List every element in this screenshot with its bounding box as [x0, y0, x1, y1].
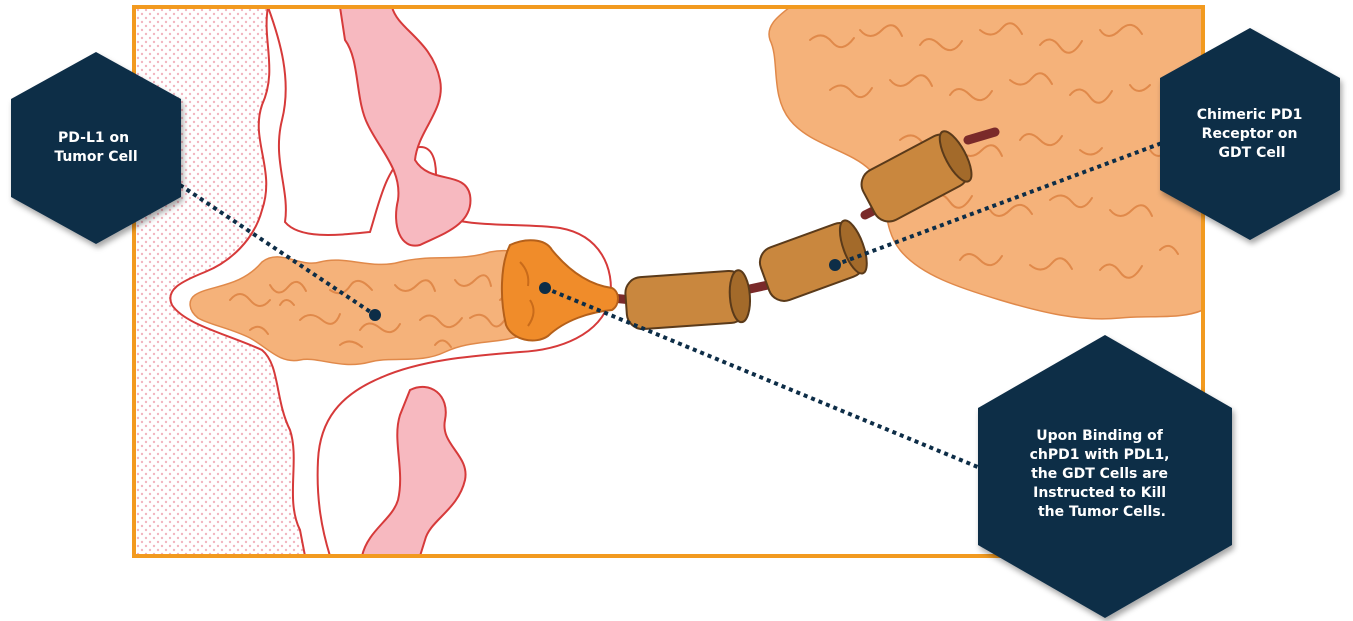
anchor-dot-chimeric	[829, 259, 841, 271]
callout-binding-line-3: the GDT Cells are	[1031, 466, 1168, 482]
callout-pdl1-line-2: Tumor Cell	[54, 149, 137, 165]
callout-binding-line-1: Upon Binding of	[1036, 428, 1164, 444]
callout-chimeric-line-3: GDT Cell	[1219, 145, 1286, 161]
callout-binding-line-2: chPD1 with PDL1,	[1030, 447, 1170, 463]
anchor-dot-pdl1	[369, 309, 381, 321]
callout-chimeric-line-1: Chimeric PD1	[1197, 107, 1303, 123]
receptor-segment-lower	[624, 270, 751, 331]
callout-binding-line-5: the Tumor Cells.	[1038, 504, 1166, 520]
callout-chimeric-line-2: Receptor on	[1202, 126, 1298, 142]
callout-binding-line-4: Instructed to Kill	[1033, 485, 1166, 501]
callout-binding-text: Upon Binding of chPD1 with PDL1, the GDT…	[1030, 428, 1175, 520]
anchor-dot-binding	[539, 282, 551, 294]
callout-pdl1-line-1: PD-L1 on	[58, 130, 129, 146]
